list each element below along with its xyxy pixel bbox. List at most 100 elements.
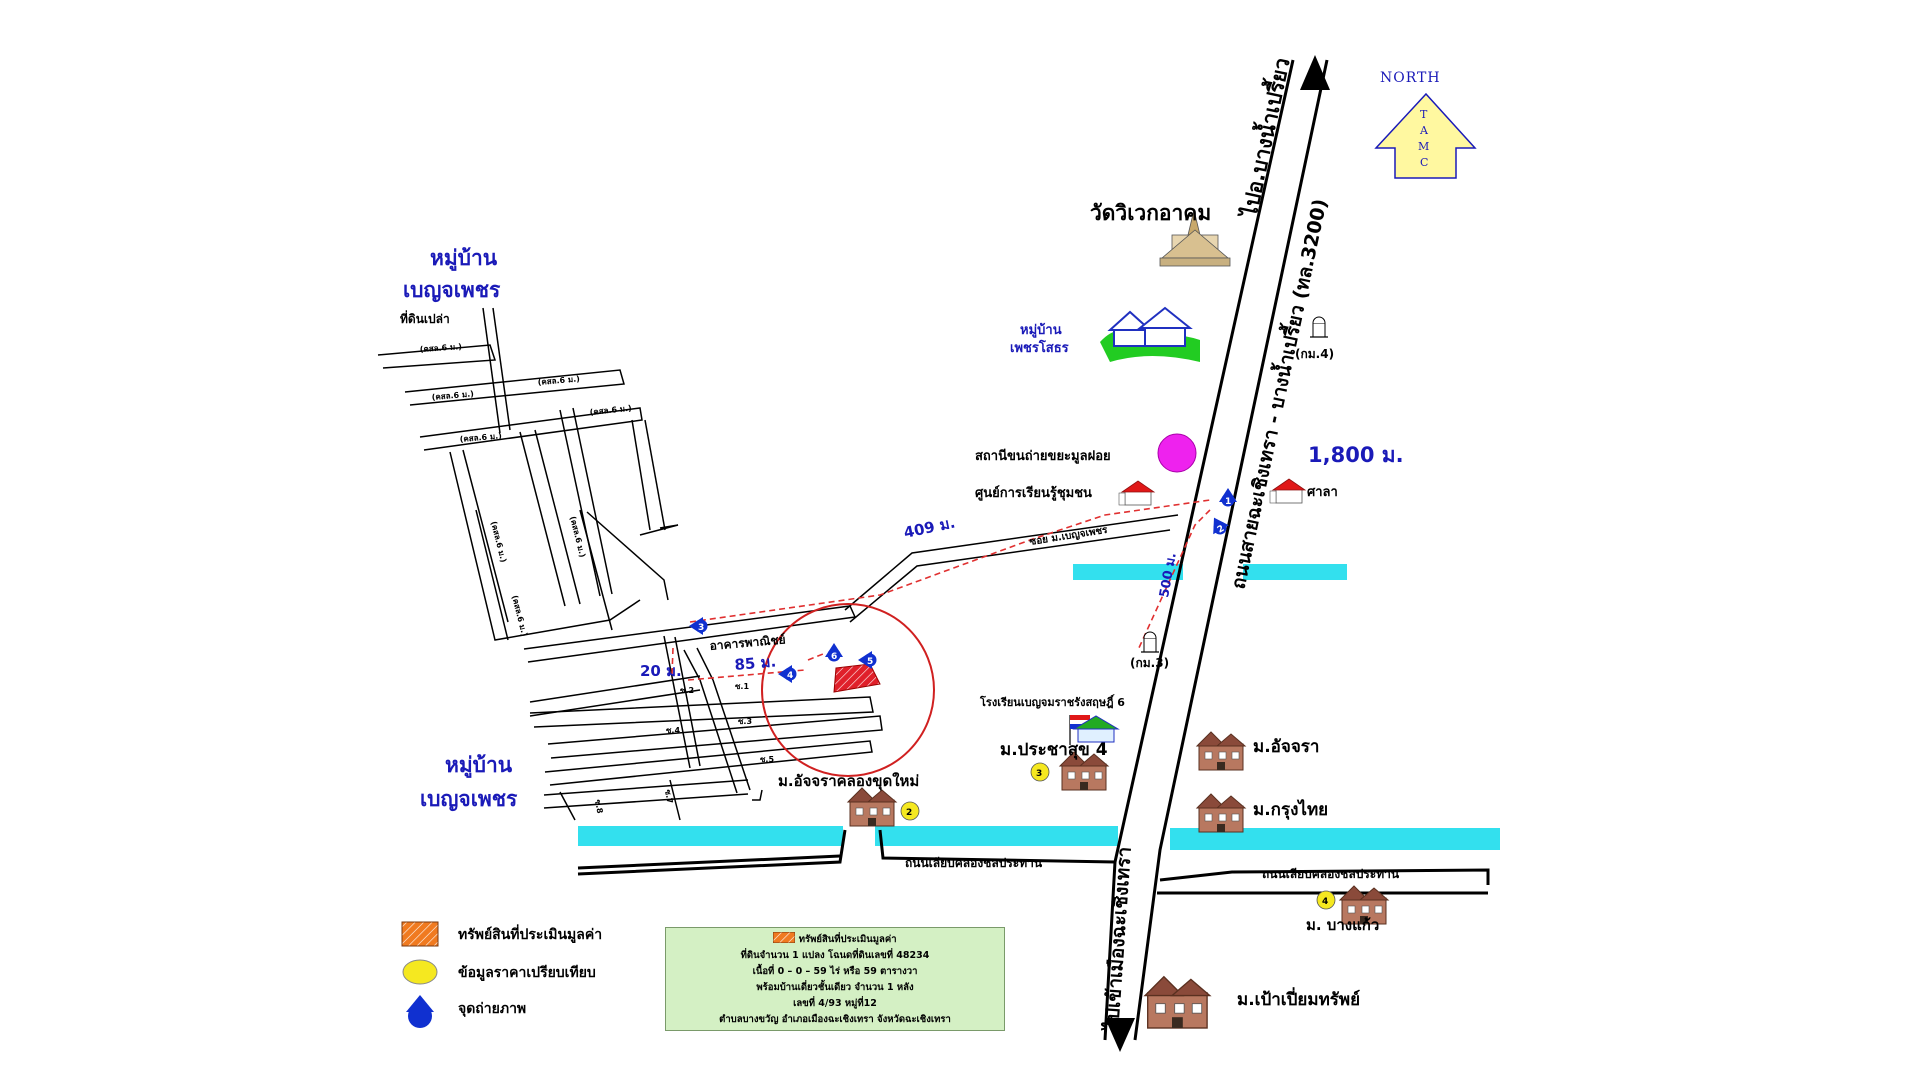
route-line <box>671 499 1211 681</box>
phetsathon-village-line1: หมู่บ้าน <box>1020 322 1062 338</box>
estate-krungthai-icon <box>1196 793 1246 833</box>
phetsathon-village-icon <box>1100 306 1200 362</box>
benja-top-line1: หมู่บ้าน <box>430 246 498 272</box>
svg-text:(คสล.6 ม.): (คสล.6 ม.) <box>431 389 474 402</box>
benja-bottom-line1: หมู่บ้าน <box>445 753 513 779</box>
comparable-3-marker <box>1030 762 1050 782</box>
canal-lower <box>578 826 1500 850</box>
info-title-row: ทรัพย์สินที่ประเมินมูลค่า <box>666 931 1004 948</box>
distance-409: 409 ม. <box>902 513 957 541</box>
km3-post <box>1140 631 1160 653</box>
commercial-label: อาคารพาณิชย์ <box>709 632 786 653</box>
svg-text:M: M <box>1418 140 1429 153</box>
land-plot-label: ที่ดินเปล่า <box>400 310 450 326</box>
svg-text:5: 5 <box>867 657 873 667</box>
waste-station-label: สถานีขนถ่ายขยะมูลฝอย <box>975 448 1111 464</box>
road-to-city: ไปเข้าเมืองฉะเชิงเทรา <box>1100 846 1136 1032</box>
comparable-2-number: 2 <box>906 808 912 818</box>
svg-text:(คสล.6 ม.): (คสล.6 ม.) <box>510 594 529 637</box>
photo-pin-5: 5 <box>858 651 877 669</box>
north-arrow: NORTH T A M C <box>1374 70 1477 179</box>
info-subject-swatch-icon <box>772 931 796 944</box>
estate-krungthai-label: ม.กรุงไทย <box>1253 799 1328 820</box>
legend-comparable-label: ข้อมูลราคาเปรียบเทียบ <box>458 965 596 981</box>
photo-pin-6: 6 <box>825 643 843 662</box>
comparable-2-marker <box>900 801 920 821</box>
svg-text:ซ.4: ซ.4 <box>666 726 680 735</box>
svg-text:ซ.1: ซ.1 <box>735 682 749 691</box>
svg-text:1: 1 <box>1225 497 1231 507</box>
distance-20: 20 ม. <box>640 662 682 680</box>
estate-achara-new-icon <box>847 787 897 827</box>
soi-benjaphet-road <box>844 514 1179 623</box>
highway-south-arrow <box>1105 1018 1135 1052</box>
svg-text:A: A <box>1419 124 1429 137</box>
subject-area-circle <box>761 603 935 777</box>
svg-text:(คสล.6 ม.): (คสล.6 ม.) <box>589 404 632 417</box>
svg-text:(คสล.6 ม.): (คสล.6 ม.) <box>489 520 508 563</box>
svg-text:(คสล.6 ม.): (คสล.6 ม.) <box>459 431 502 444</box>
photo-pin-2: 2 <box>1206 513 1232 539</box>
svg-text:ซ.7: ซ.7 <box>663 789 674 804</box>
svg-text:4: 4 <box>787 671 793 681</box>
canal-road-left-label: ถนนเลียบคลองชลประทาน <box>905 856 1043 870</box>
photo-pin-icon <box>406 995 434 1028</box>
svg-text:3: 3 <box>698 623 704 633</box>
info-title: ทรัพย์สินที่ประเมินมูลค่า <box>798 934 897 945</box>
comparable-circle-icon <box>402 959 438 985</box>
legend-subject-label: ทรัพย์สินที่ประเมินมูลค่า <box>458 927 603 943</box>
svg-text:(คสล.6 ม.): (คสล.6 ม.) <box>537 374 580 387</box>
km4-post <box>1309 316 1329 338</box>
svg-text:(คสล.6 ม.): (คสล.6 ม.) <box>420 342 463 354</box>
distance-85: 85 ม. <box>734 652 777 674</box>
legend-photo-label: จุดถ่ายภาพ <box>458 1001 527 1017</box>
sala-icon <box>1269 478 1306 504</box>
svg-text:ซ.2: ซ.2 <box>680 686 694 695</box>
info-line4: เลขที่ 4/93 หมู่ที่12 <box>793 998 877 1009</box>
temple-icon <box>1159 209 1231 267</box>
photo-pin-1: 1 <box>1219 488 1237 507</box>
estate-paoprium-icon <box>1144 976 1211 1029</box>
km4-label: (กม.4) <box>1295 347 1334 361</box>
svg-text:ซ.5: ซ.5 <box>760 755 774 764</box>
waste-station-marker <box>1157 433 1197 473</box>
canal-upper <box>1073 564 1347 580</box>
info-line1: ที่ดินจำนวน 1 แปลง โฉนดที่ดินเลขที่ 4823… <box>740 950 930 961</box>
benja-bottom-line2: เบญจเพชร <box>420 787 518 812</box>
estate-achara-new-label: ม.อัจจราคลองขุดใหม่ <box>778 772 919 791</box>
km3-label: (กม.3) <box>1130 656 1169 670</box>
learning-center-label: ศูนย์การเรียนรู้ชุมชน <box>975 485 1092 501</box>
learning-center-icon <box>1118 480 1155 506</box>
highway-north-arrow <box>1300 55 1330 90</box>
highway-name: ถนนสายฉะเชิงเทรา - บางน้ำเปรี้ยว (ทล.320… <box>1223 196 1331 591</box>
svg-text:2: 2 <box>1216 524 1226 536</box>
estate-achara-icon <box>1196 731 1246 771</box>
svg-text:6: 6 <box>831 652 837 662</box>
school-icon <box>1069 715 1120 745</box>
photo-pin-4: 4 <box>778 665 797 683</box>
info-line3: พร้อมบ้านเดี่ยวชั้นเดียว จำนวน 1 หลัง <box>756 982 914 993</box>
property-info-box: ทรัพย์สินที่ประเมินมูลค่า ที่ดินจำนวน 1 … <box>665 927 1005 1031</box>
subject-property <box>833 663 881 693</box>
comparable-4-number: 4 <box>1322 897 1328 907</box>
estate-achara-label: ม.อัจจรา <box>1253 737 1319 757</box>
distance-1800: 1,800 ม. <box>1308 443 1404 467</box>
village-road-grid <box>377 307 883 821</box>
road-to-bangnamprieo: ไปอ.บางน้ำเปรี้ยว <box>1233 55 1294 221</box>
comparable-3-number: 3 <box>1036 769 1042 779</box>
comparable-4-marker <box>1316 890 1336 910</box>
info-line2: เนื้อที่ 0 – 0 – 59 ไร่ หรือ 59 ตารางวา <box>752 966 918 977</box>
svg-text:ซ.3: ซ.3 <box>738 717 752 726</box>
benja-top-line2: เบญจเพชร <box>403 278 501 303</box>
canal-road-right-label: ถนนเลียบคลองชลประทาน <box>1262 867 1400 881</box>
sala-label: ศาลา <box>1307 485 1338 500</box>
svg-text:NORTH: NORTH <box>1380 70 1441 86</box>
estate-bangkaew-label: ม. บางแก้ว <box>1306 916 1379 934</box>
svg-text:T: T <box>1420 108 1428 121</box>
estate-prachasuk-label: ม.ประชาสุข 4 <box>1000 740 1108 760</box>
school-label: โรงเรียนเบญจมราชรังสฤษฎิ์ 6 <box>979 694 1125 709</box>
photo-pin-3: 3 <box>689 617 708 635</box>
info-line5: ตำบลบางขวัญ อำเภอเมืองฉะเชิงเทรา จังหวัด… <box>719 1014 951 1025</box>
temple-label: วัดวิเวกอาคม <box>1090 201 1211 225</box>
